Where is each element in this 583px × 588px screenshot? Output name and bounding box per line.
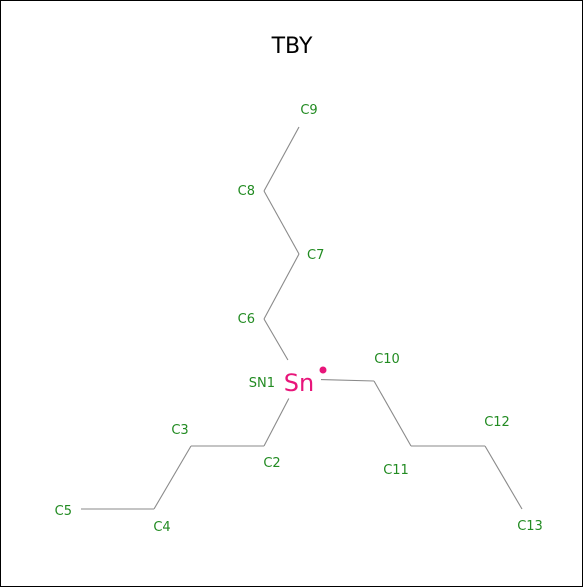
bond-sn1-c2 [263,398,290,447]
bond-c6-c7 [263,253,300,320]
bond-c12-c13 [484,445,523,510]
element-symbol-sn: Sn [284,369,314,397]
atom-label-c6: C6 [238,312,255,327]
atom-label-c9: C9 [300,103,317,118]
atom-label-c12: C12 [484,415,510,430]
atom-label-c7: C7 [307,248,324,263]
bond-c3-c4 [153,445,192,510]
bond-c8-c9 [263,126,300,192]
bond-sn1-c10 [320,379,375,382]
radical-dot-icon [319,366,327,374]
atom-label-c2: C2 [263,456,280,471]
atom-label-c11: C11 [383,463,409,478]
atom-label-sn1: SN1 [249,376,275,391]
bond-sn1-c6 [263,318,289,361]
atom-label-c4: C4 [153,520,170,535]
atom-label-c8: C8 [238,184,255,199]
bond-layer [81,126,523,510]
atom-label-c13: C13 [517,519,543,534]
bond-c10-c11 [373,380,412,447]
atom-label-c5: C5 [55,504,72,519]
bond-c7-c8 [263,190,300,255]
atom-label-c10: C10 [374,352,400,367]
molecule-title: TBY [271,34,313,59]
atom-label-c3: C3 [171,423,188,438]
